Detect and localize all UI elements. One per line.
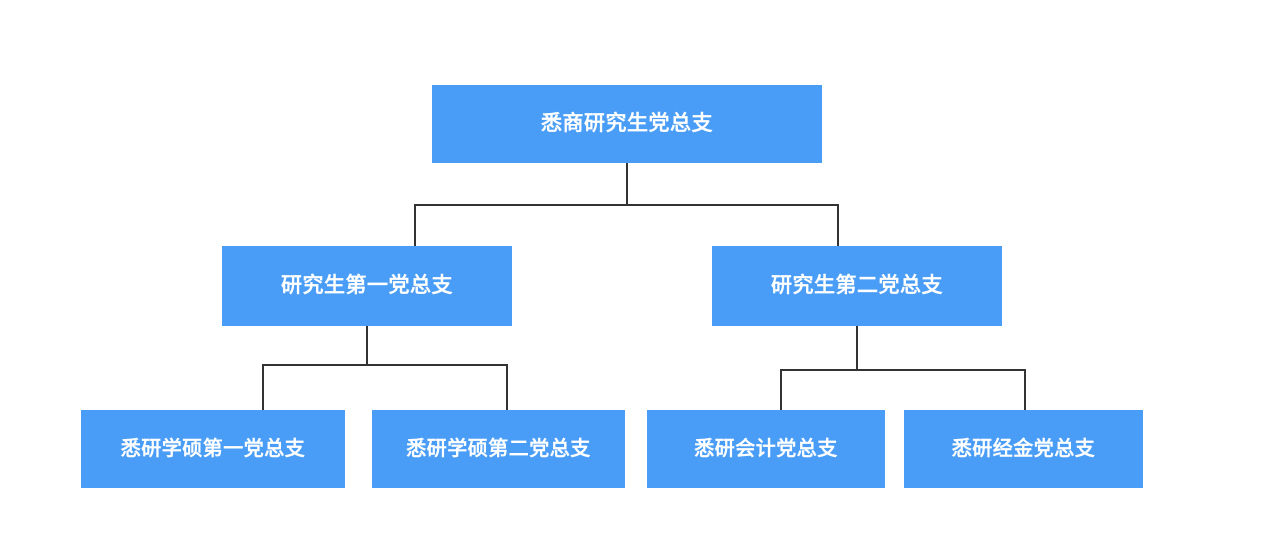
connector-level2-b-to-leaf-d bbox=[1024, 369, 1026, 410]
connector-level2-a-stem bbox=[366, 326, 368, 366]
org-node-leaf-a[interactable]: 悉研学硕第一党总支 bbox=[81, 410, 345, 488]
connector-level2-b-bus bbox=[781, 369, 1026, 371]
connector-level2-a-bus bbox=[263, 364, 508, 366]
org-node-level2-b[interactable]: 研究生第二党总支 bbox=[712, 246, 1002, 326]
connector-level2-a-to-leaf-a bbox=[262, 364, 264, 410]
connector-root-bus bbox=[415, 204, 839, 206]
connector-root-to-level2-b bbox=[837, 204, 839, 246]
org-node-leaf-b[interactable]: 悉研学硕第二党总支 bbox=[372, 410, 625, 488]
org-node-level2-a[interactable]: 研究生第一党总支 bbox=[222, 246, 512, 326]
connector-level2-a-to-leaf-b bbox=[506, 364, 508, 410]
connector-root-stem bbox=[626, 163, 628, 206]
connector-level2-b-to-leaf-c bbox=[780, 369, 782, 410]
org-node-leaf-d[interactable]: 悉研经金党总支 bbox=[904, 410, 1143, 488]
connector-level2-b-stem bbox=[856, 326, 858, 371]
connector-root-to-level2-a bbox=[414, 204, 416, 246]
org-node-leaf-c[interactable]: 悉研会计党总支 bbox=[647, 410, 885, 488]
org-node-root[interactable]: 悉商研究生党总支 bbox=[432, 85, 822, 163]
